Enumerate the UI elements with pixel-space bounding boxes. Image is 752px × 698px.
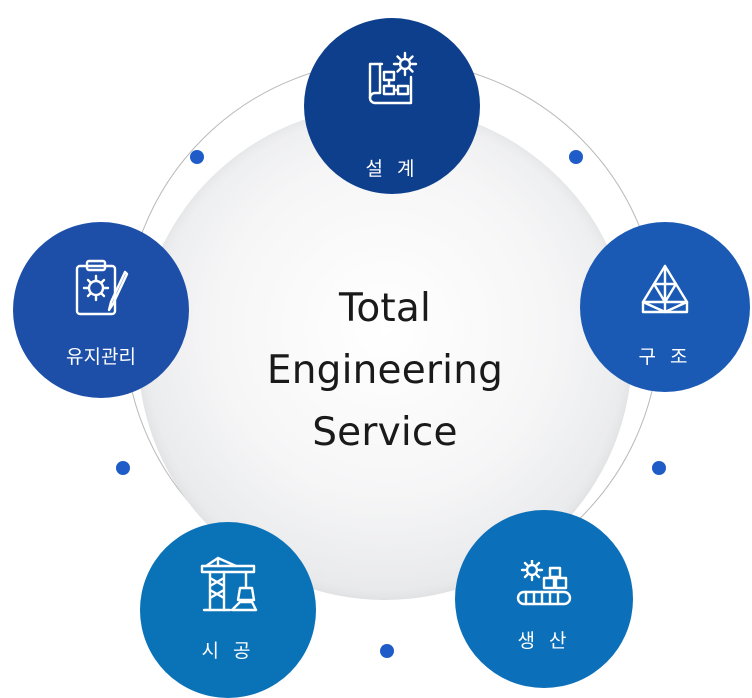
connector-dot-bottom xyxy=(380,644,394,658)
node-construction-label: 시 공 xyxy=(201,640,255,662)
connector-dot-top-right xyxy=(569,150,583,164)
node-maintenance-label: 유지관리 xyxy=(66,346,136,368)
node-design-label: 설 계 xyxy=(365,158,419,180)
clipboard-wrench-gear-icon xyxy=(69,258,133,320)
center-title-line-1: Total xyxy=(338,286,432,331)
truss-structure-icon xyxy=(633,262,697,324)
center-title-line-2: Engineering xyxy=(266,348,504,393)
blueprint-gear-icon xyxy=(360,48,424,110)
center-title: Total Engineering Service xyxy=(235,278,535,464)
connector-dot-left xyxy=(116,461,130,475)
node-construction: 시 공 xyxy=(140,522,316,698)
connector-dot-right xyxy=(652,461,666,475)
conveyor-gear-icon xyxy=(512,560,576,622)
tower-crane-icon xyxy=(196,556,260,618)
node-production: 생 산 xyxy=(455,510,633,688)
connector-dot-top-left xyxy=(190,150,204,164)
center-title-line-3: Service xyxy=(312,410,458,455)
node-structure: 구 조 xyxy=(580,222,750,392)
node-maintenance: 유지관리 xyxy=(13,222,189,398)
node-production-label: 생 산 xyxy=(517,630,571,652)
node-structure-label: 구 조 xyxy=(638,346,692,368)
node-design: 설 계 xyxy=(304,18,480,194)
